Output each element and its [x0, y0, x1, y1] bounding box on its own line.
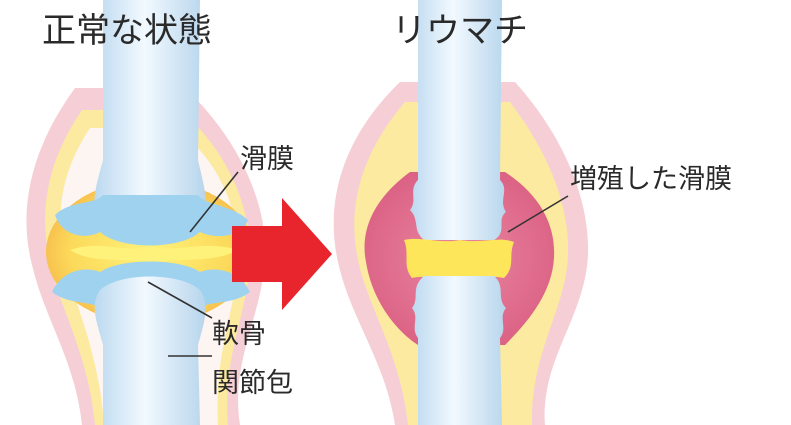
title-ra: リウマチ	[392, 11, 528, 51]
right-arrow	[232, 198, 332, 310]
ra-joint	[333, 0, 589, 425]
leader-synovium	[189, 171, 239, 233]
ra-narrow-joint-space	[404, 238, 514, 280]
normal-bone-upper	[94, 0, 206, 236]
normal-joint	[26, 0, 266, 425]
label-proliferated-synovium: 増殖した滑膜	[570, 164, 732, 195]
leader-cartilage	[147, 281, 213, 319]
leader-proliferated-synovium	[507, 195, 569, 233]
ra-bone-upper	[410, 0, 506, 240]
ra-bone-lower	[412, 276, 506, 425]
label-joint-capsule: 関節包	[212, 368, 293, 399]
normal-bone-lower	[94, 276, 206, 425]
normal-cartilage-upper	[55, 195, 248, 246]
label-synovium: 滑膜	[240, 144, 294, 175]
label-cartilage: 軟骨	[212, 319, 266, 350]
title-normal: 正常な状態	[42, 11, 212, 51]
synovial-fluid-core	[70, 245, 238, 262]
